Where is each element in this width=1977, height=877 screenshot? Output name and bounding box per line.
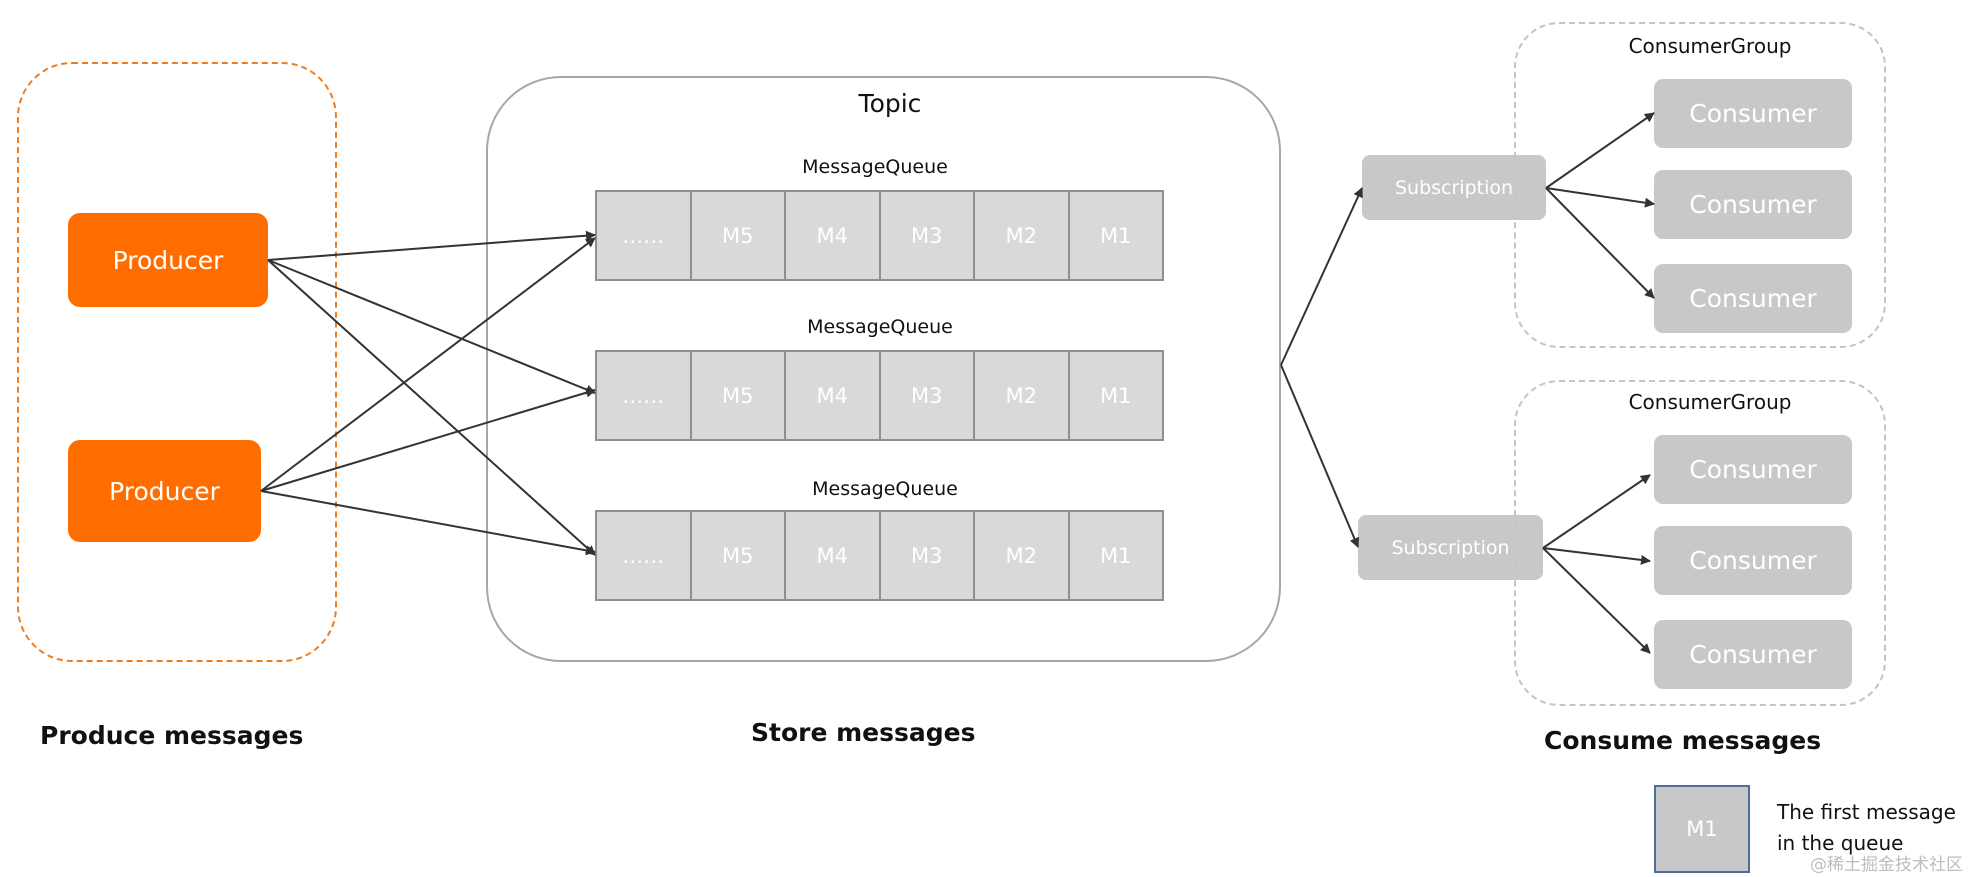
legend-message-cell: M1	[1654, 785, 1750, 873]
topic-box	[486, 76, 1281, 662]
arrow-line	[1280, 364, 1360, 548]
consumer-label: Consumer	[1689, 546, 1817, 575]
queue-cell: ……	[597, 192, 692, 279]
arrow-line	[260, 387, 596, 492]
subscription-label: Subscription	[1391, 536, 1510, 559]
producer-group-box	[17, 62, 337, 662]
watermark: @稀土掘金技术社区	[1810, 855, 1963, 875]
message-queue-label: MessageQueue	[812, 478, 958, 500]
queue-cell: M5	[691, 352, 786, 439]
consumer-group-title: ConsumerGroup	[1628, 34, 1792, 58]
producer-node[interactable]: Producer	[68, 213, 268, 307]
section-label-produce: Produce messages	[40, 721, 304, 750]
queue-cell: M4	[786, 512, 881, 599]
queue-cell: ……	[597, 352, 692, 439]
consumer-node[interactable]: Consumer	[1654, 264, 1852, 333]
consumer-group-box	[1514, 22, 1886, 348]
arrow-line	[267, 230, 596, 261]
arrow-line	[267, 259, 596, 556]
queue-cell: M2	[975, 352, 1070, 439]
message-queue-label: MessageQueue	[807, 316, 953, 338]
queue-cell: M5	[691, 192, 786, 279]
arrow-line	[1542, 547, 1651, 565]
message-queue: …… M5 M4 M3 M2 M1	[595, 510, 1164, 601]
arrow-line	[1545, 187, 1655, 208]
arrow-line	[1280, 187, 1363, 366]
arrow-line	[1542, 474, 1651, 549]
arrow-line	[1542, 547, 1651, 654]
consumer-label: Consumer	[1689, 640, 1817, 669]
message-queue: …… M5 M4 M3 M2 M1	[595, 350, 1164, 441]
section-label-consume: Consume messages	[1544, 726, 1822, 755]
section-label-store: Store messages	[751, 718, 976, 747]
producer-label: Producer	[112, 245, 224, 275]
arrow-line	[260, 490, 596, 556]
topic-title: Topic	[858, 89, 922, 118]
queue-cell: M3	[880, 512, 975, 599]
queue-cell: M5	[691, 512, 786, 599]
message-queue-label: MessageQueue	[802, 156, 948, 178]
message-queue: …… M5 M4 M3 M2 M1	[595, 190, 1164, 281]
subscription-node[interactable]: Subscription	[1358, 515, 1543, 580]
arrow-line	[1545, 112, 1655, 189]
arrow-line	[267, 259, 596, 395]
consumer-group-box	[1514, 380, 1886, 706]
consumer-node[interactable]: Consumer	[1654, 79, 1852, 148]
consumer-node[interactable]: Consumer	[1654, 620, 1852, 689]
queue-cell: M2	[975, 512, 1070, 599]
consumer-label: Consumer	[1689, 284, 1817, 313]
queue-cell: ……	[597, 512, 692, 599]
queue-cell: M3	[880, 352, 975, 439]
queue-cell: M3	[880, 192, 975, 279]
consumer-node[interactable]: Consumer	[1654, 435, 1852, 504]
subscription-label: Subscription	[1394, 176, 1514, 199]
arrow-line	[260, 237, 596, 492]
producer-node[interactable]: Producer	[68, 440, 261, 542]
legend-text-line1: The first message	[1777, 800, 1956, 824]
queue-cell: M4	[786, 192, 881, 279]
queue-cell: M4	[786, 352, 881, 439]
arrow-line	[1545, 187, 1655, 299]
consumer-label: Consumer	[1689, 99, 1817, 128]
consumer-label: Consumer	[1689, 455, 1817, 484]
queue-cell: M2	[975, 192, 1070, 279]
consumer-label: Consumer	[1689, 190, 1817, 219]
queue-cell: M1	[1069, 192, 1162, 279]
queue-cell: M1	[1069, 352, 1162, 439]
consumer-node[interactable]: Consumer	[1654, 170, 1852, 239]
consumer-group-title: ConsumerGroup	[1628, 390, 1792, 414]
consumer-node[interactable]: Consumer	[1654, 526, 1852, 595]
producer-label: Producer	[109, 476, 220, 506]
legend-text-line2: in the queue	[1777, 831, 1904, 855]
queue-cell: M1	[1069, 512, 1162, 599]
